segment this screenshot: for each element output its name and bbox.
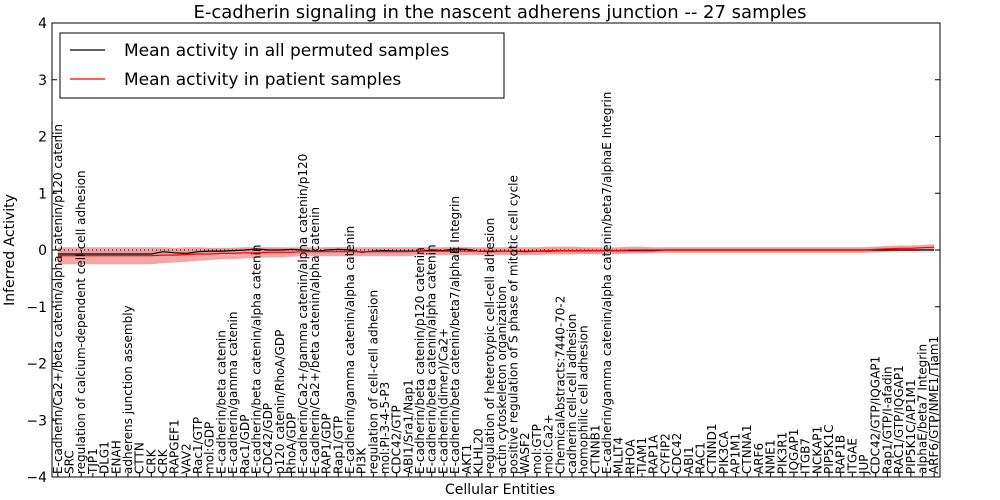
x-tick-label: Rac1/GTP: [191, 417, 205, 474]
patient-series-line: [57, 246, 935, 257]
x-tick-label: E-cadherin/beta catenin/alpha catenin: [425, 244, 439, 474]
x-tick-label: mol:PI-3-4-5-P3: [378, 382, 392, 474]
legend-label-permuted: Mean activity in all permuted samples: [124, 41, 449, 61]
x-tick-label: PIP5K1C: [822, 424, 836, 474]
x-tick-label: E-cadherin/gamma catenin/alpha catenin/b…: [600, 92, 614, 474]
x-tick-label: NCKAP1: [810, 426, 824, 474]
x-tick-label: MLLT4: [612, 437, 626, 474]
y-axis-label: Inferred Activity: [2, 194, 18, 306]
x-tick-label: RAP1B: [834, 435, 848, 474]
x-tick-label: ChemicalAbstracts:7440-70-2: [553, 296, 567, 474]
x-tick-label: ENAH: [109, 440, 123, 474]
x-tick-label: CTNNB1: [588, 424, 602, 474]
x-tick-label: CRK: [144, 448, 158, 474]
x-tick-label: RhoA/GDP: [285, 413, 299, 474]
x-tick-label: CTNNA1: [740, 424, 754, 474]
x-tick-label: Rac1/GDP: [238, 415, 252, 474]
x-tick-label: E-cadherin/beta catenin/alpha catenin: [250, 244, 264, 474]
x-tick-label: Rap1/GTP: [331, 416, 345, 474]
x-tick-label: PIK3CA: [717, 430, 731, 474]
x-tick-label: PIK3R1: [775, 432, 789, 474]
x-tick-label: KLHL20: [472, 428, 486, 474]
y-tick-label: 1: [38, 186, 47, 202]
x-tick-label: positive regulation of S phase of mitoti…: [507, 175, 521, 474]
patient-band: [57, 244, 935, 265]
x-tick-label: E-cadherin/Ca2+/beta catenin/alpha caten…: [308, 207, 322, 474]
y-tick-label: 0: [38, 243, 47, 259]
x-tick-label: ARF6/GTP/NME1/Tiam1: [927, 336, 941, 474]
x-tick-label: AP1M1: [729, 433, 743, 474]
x-tick-label: mol:Ca2+: [542, 414, 556, 474]
x-tick-label: E-cadherin/beta catenin/p120 catenin: [413, 247, 427, 474]
x-tick-label: RAP1/GDP: [320, 413, 334, 474]
y-tick-label: 2: [38, 130, 47, 146]
plot-area: −4 −3 −2 −1 0 1 2 3 4E-cadherin/Ca2+/beta cateni…: [26, 16, 941, 486]
x-tick-label: E-cadherin/beta catenin/beta7/alphaE Int…: [448, 196, 462, 474]
x-tick-label: E-cadherin/Ca2+/gamma catenin/alpha cate…: [296, 154, 310, 474]
x-tick-label: ITGB7: [799, 438, 813, 474]
x-tick-label: ABI1: [682, 446, 696, 474]
x-tick-label: RAC1/GTP/IQGAP1: [892, 365, 906, 474]
y-tick-label: −4: [26, 470, 47, 486]
x-tick-label: p120 catenin/RhoA/GDP: [273, 330, 287, 474]
x-tick-label: TIAM1: [635, 437, 649, 475]
x-tick-label: E-cadherin/beta catenin: [214, 330, 228, 474]
y-tick-label: −3: [26, 413, 47, 429]
legend-box: [59, 32, 505, 99]
x-tick-label: CTNND1: [705, 423, 719, 474]
x-tick-label: CTTN: [133, 442, 147, 474]
x-tick-label: E-cadherin/gamma catenin: [226, 311, 240, 474]
x-tick-label: E-cadherin/Ca2+/beta catenin/alpha caten…: [51, 124, 65, 474]
x-tick-label: cadherin cell-cell adhesion: [565, 314, 579, 474]
x-tick-label: CYFIP2: [658, 433, 672, 474]
x-tick-label: ITGAE: [845, 438, 859, 474]
x-tick-label: AKT1: [460, 444, 474, 474]
x-tick-label: regulation of calcium-dependent cell-cel…: [74, 170, 88, 474]
x-tick-label: regulation of heterotypic cell-cell adhe…: [483, 218, 497, 474]
legend: Mean activity in all permuted samples Me…: [59, 32, 505, 99]
y-tick-label: 4: [38, 16, 47, 32]
x-tick-label: mol:GTP: [530, 424, 544, 474]
x-tick-label: CDC42/GDP: [261, 403, 275, 474]
x-tick-label: RAPGEF1: [168, 419, 182, 474]
x-tick-label: CDC42/GTP/IQGAP1: [869, 356, 883, 474]
x-tick-label: PIP5K1C/AP1M1: [904, 379, 918, 474]
x-tick-label: DLG1: [98, 441, 112, 474]
x-tick-label: adherens junction assembly: [121, 305, 135, 474]
x-tick-label: SRC: [63, 450, 77, 474]
x-tick-label: E-cadherin/gamma catenin/alpha catenin: [343, 226, 357, 474]
x-axis-label: Cellular Entities: [445, 482, 555, 498]
x-tick-label: alphaE/beta7 Integrin: [916, 344, 930, 474]
legend-label-patient: Mean activity in patient samples: [124, 70, 401, 90]
x-tick-label: TJP1: [86, 448, 100, 475]
x-tick-label: regulation of cell-cell adhesion: [366, 290, 380, 474]
x-tick-label: Rap1/GTP/I-afadin: [880, 366, 894, 474]
x-tick-label: ABI1/Sra1/Nap1: [401, 379, 415, 474]
x-tick-label: NME1: [764, 439, 778, 474]
x-tick-label: JUP: [857, 454, 871, 475]
x-tick-label: VAV2: [179, 443, 193, 474]
x-tick-label: homophilic cell adhesion: [577, 325, 591, 474]
x-tick-label: RAP1A: [647, 434, 661, 474]
x-tick-label: ARF6: [752, 443, 766, 474]
x-tick-label: CRK: [156, 448, 170, 474]
x-tick-label: RHOA: [623, 438, 637, 474]
x-tick-label: WASF2: [518, 432, 532, 474]
x-tick-label: CDC42: [670, 433, 684, 474]
x-tick-label: RAC1: [694, 442, 708, 474]
chart-title: E-cadherin signaling in the nascent adhe…: [193, 2, 806, 23]
x-tick-label: PI3K: [355, 447, 369, 474]
x-tick-label: actin cytoskeleton organization: [495, 286, 509, 474]
x-tick-label: CDC42/GTP: [390, 405, 404, 474]
y-tick-label: −1: [26, 300, 47, 316]
y-tick-label: 3: [38, 73, 47, 89]
x-tick-label: mol:GDP: [203, 422, 217, 474]
x-tick-label: IQGAP1: [787, 429, 801, 474]
y-tick-label: −2: [26, 357, 47, 373]
x-tick-label: E-cadherin(dimer)/Ca2+: [436, 328, 450, 474]
